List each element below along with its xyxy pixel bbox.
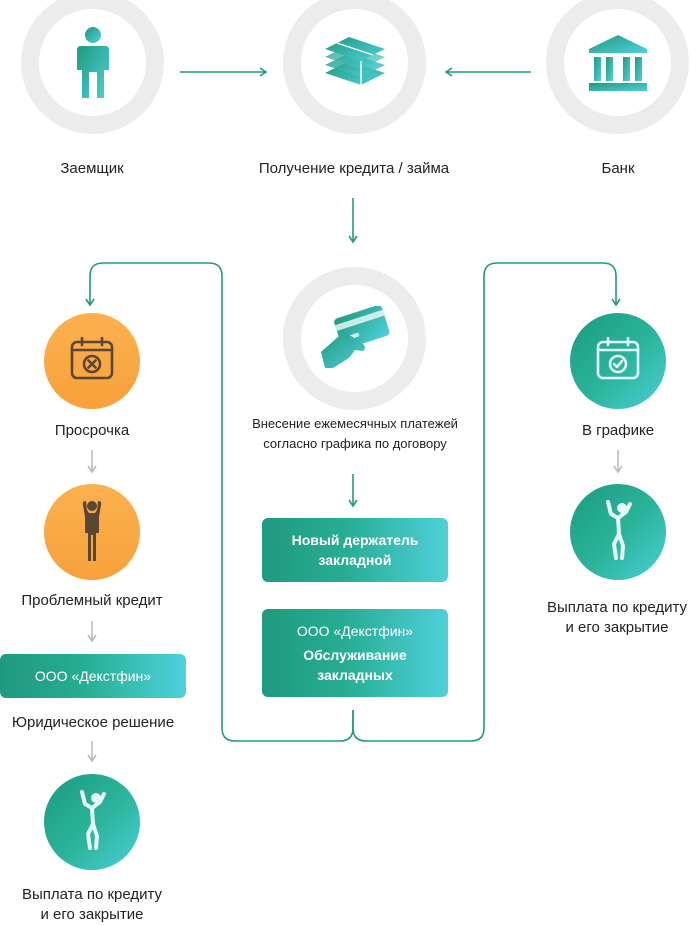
dekstfin-left-box: ООО «Декстфин» (0, 654, 186, 698)
servicing-box: ООО «Декстфин» Обслуживание закладных (262, 609, 448, 697)
left-payoff-label-line1: Выплата по кредиту (21, 886, 163, 903)
problem-loan-node (44, 484, 140, 580)
problem-loan-label: Проблемный кредит (21, 592, 163, 609)
right-payoff-label-line1: Выплата по кредиту (546, 599, 688, 616)
loop-left-path (85, 262, 354, 742)
payments-label-line1: Внесение ежемесячных платежей (252, 416, 458, 431)
new-holder-line2: закладной (318, 552, 392, 568)
servicing-company: ООО «Декстфин» (296, 623, 414, 639)
left-payoff-node (44, 774, 140, 870)
new-holder-box: Новый держатель закладной (262, 518, 448, 582)
card-payment-icon (319, 305, 391, 372)
overdue-label: Просрочка (54, 422, 130, 439)
calendar-check-icon (595, 336, 641, 386)
money-stack-icon (321, 36, 389, 89)
bank-icon (588, 34, 647, 91)
cheering-person-icon (602, 499, 634, 565)
payments-node (283, 267, 426, 410)
stressed-person-icon (80, 499, 104, 566)
right-payoff-node (570, 484, 666, 580)
legal-decision-label: Юридическое решение (11, 714, 175, 731)
borrower-label: Заемщик (60, 160, 124, 177)
dekstfin-left-text: ООО «Декстфин» (34, 668, 152, 684)
overdue-node (44, 313, 140, 409)
right-payoff-label-line2: и его закрытие (565, 619, 669, 636)
person-icon (73, 26, 113, 100)
cheering-person-icon (76, 789, 108, 855)
bank-label: Банк (601, 160, 635, 177)
loop-right-path (352, 262, 621, 742)
left-payoff-label-line2: и его закрытие (40, 906, 144, 923)
calendar-x-icon (69, 336, 115, 386)
loan-label: Получение кредита / займа (258, 160, 450, 177)
on-schedule-label: В графике (581, 422, 655, 439)
payments-label-line2: согласно графика по договору (263, 436, 447, 451)
new-holder-line1: Новый держатель (291, 532, 419, 548)
servicing-line1: Обслуживание (303, 647, 407, 663)
on-schedule-node (570, 313, 666, 409)
servicing-line2: закладных (317, 667, 393, 683)
